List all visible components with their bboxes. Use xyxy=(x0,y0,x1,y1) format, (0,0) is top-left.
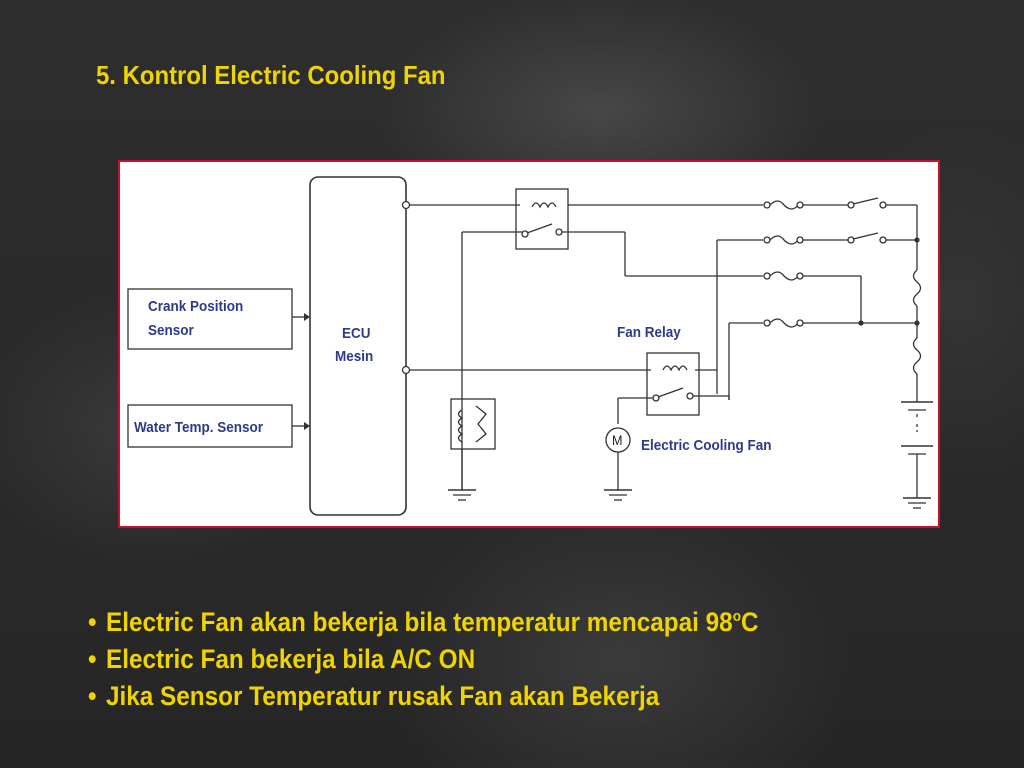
fusible-link-icon xyxy=(912,269,922,307)
fan-relay-label: Fan Relay xyxy=(617,324,681,341)
fusible-link-icon xyxy=(912,337,922,375)
bullet-unit-1: C xyxy=(740,607,759,637)
fuse-icon xyxy=(769,235,799,245)
relay-coil-icon xyxy=(457,409,464,443)
ecu-terminal xyxy=(401,200,411,210)
crank-sensor-label-line2: Sensor xyxy=(148,322,194,339)
fuse-icon xyxy=(769,318,799,328)
relay-coil-icon xyxy=(662,365,688,372)
fuse-icon xyxy=(769,271,799,281)
ecu-label-line1: ECU xyxy=(342,325,371,342)
cooling-fan-label: Electric Cooling Fan xyxy=(641,437,772,454)
bullet-item-3: • Jika Sensor Temperatur rusak Fan akan B… xyxy=(88,678,898,715)
degree-sup: o xyxy=(732,608,741,625)
ecu-terminal xyxy=(401,365,411,375)
circuit-diagram xyxy=(127,176,933,516)
slide-title: 5. Kontrol Electric Cooling Fan xyxy=(96,60,446,90)
arrow-icon xyxy=(304,422,310,430)
bullet-text-2: Electric Fan bekerja bila A/C ON xyxy=(106,644,476,674)
bullet-text-3: Jika Sensor Temperatur rusak Fan akan Be… xyxy=(106,681,660,711)
water-temp-sensor-label: Water Temp. Sensor xyxy=(134,419,264,436)
bullet-marker: • xyxy=(88,644,97,674)
fuse-icon xyxy=(769,200,799,210)
main-relay-box xyxy=(515,188,569,250)
ecu-label-line2: Mesin xyxy=(335,348,374,365)
motor-symbol-label: M xyxy=(612,432,623,448)
bullet-marker: • xyxy=(88,681,97,711)
fan-relay-box xyxy=(646,352,700,416)
circuit-diagram-panel: Crank Position Sensor Water Temp. Sensor… xyxy=(118,160,940,528)
bullet-item-2: • Electric Fan bekerja bila A/C ON xyxy=(88,641,898,678)
ac-relay-box xyxy=(450,398,496,450)
bullet-list: • Electric Fan akan bekerja bila temperat… xyxy=(88,598,988,715)
ecu-box xyxy=(309,176,407,516)
crank-sensor-box xyxy=(127,288,293,350)
bullet-text-1: Electric Fan akan bekerja bila temperatu… xyxy=(106,607,733,637)
bullet-item-1: • Electric Fan akan bekerja bila temperat… xyxy=(88,598,898,641)
bullet-marker: • xyxy=(88,607,97,637)
arrow-icon xyxy=(304,313,310,321)
crank-sensor-label-line1: Crank Position xyxy=(148,298,244,315)
relay-coil-icon xyxy=(531,202,557,209)
